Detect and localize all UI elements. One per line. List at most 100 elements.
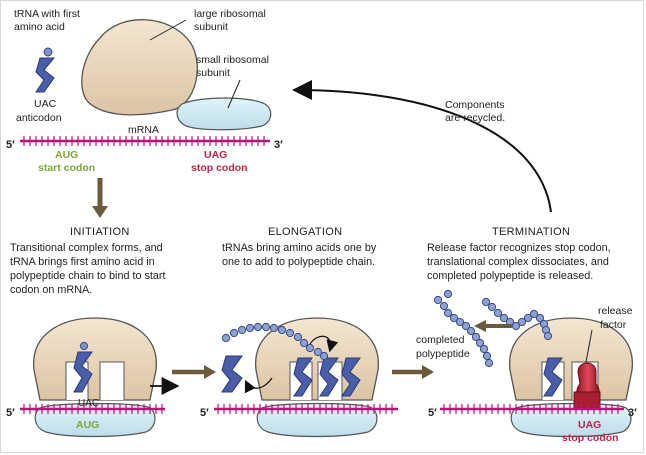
amino-acid-bead bbox=[293, 332, 303, 342]
amino-acid-bead bbox=[511, 321, 521, 331]
trna-icon bbox=[35, 57, 56, 93]
release-arrow-head bbox=[474, 320, 486, 332]
amino-acid-bead bbox=[305, 343, 315, 353]
trna-label-2: amino acid bbox=[14, 21, 65, 33]
transfer-arrow bbox=[309, 335, 339, 353]
amino-acid-bead bbox=[245, 323, 255, 333]
five-prime-label: 5′ bbox=[6, 139, 15, 151]
anticodon-label: anticodon bbox=[16, 112, 62, 124]
termination-five-prime: 5′ bbox=[428, 407, 437, 419]
mrna-bases-elongation bbox=[217, 404, 393, 414]
completed-polypeptide-label-2: polypeptide bbox=[416, 348, 470, 360]
amino-acid-bead bbox=[229, 328, 239, 338]
amino-acid-bead bbox=[277, 325, 287, 335]
amino-acid-icon bbox=[43, 47, 53, 57]
mrna-label: mRNA bbox=[128, 124, 159, 136]
large-subunit-shape bbox=[81, 19, 198, 116]
completed-polypeptide-chain bbox=[433, 289, 553, 368]
initiation-desc-3: polypeptide chain to bind to start bbox=[10, 270, 165, 282]
brown-arrow-2-head bbox=[422, 365, 434, 379]
brown-arrow-1-head bbox=[204, 365, 216, 379]
amino-acid-bead bbox=[433, 295, 443, 305]
recycled-label-1: Components bbox=[445, 99, 505, 111]
elongation-trna-e-icon bbox=[341, 357, 361, 397]
completed-polypeptide-label-1: completed bbox=[416, 334, 465, 346]
initiation-desc-2: tRNA brings first amino acid in bbox=[10, 256, 155, 268]
termination-uag-label: UAG bbox=[578, 419, 601, 431]
large-subunit-pointer bbox=[149, 19, 187, 41]
small-subunit-label-1: small ribosomal bbox=[196, 54, 269, 66]
amino-acid-bead bbox=[529, 309, 539, 319]
amino-acid-bead bbox=[449, 313, 459, 323]
termination-trna-icon bbox=[543, 357, 563, 397]
elongation-polypeptide-chain bbox=[221, 322, 329, 361]
amino-acid-bead bbox=[487, 302, 497, 312]
amino-acid-bead bbox=[499, 313, 509, 323]
amino-acid-bead bbox=[221, 333, 231, 343]
termination-three-prime: 3′ bbox=[628, 407, 637, 419]
mrna-bases-top bbox=[23, 136, 265, 146]
initiation-trna-icon bbox=[73, 351, 93, 393]
initiation-complex bbox=[33, 317, 157, 438]
amino-acid-bead bbox=[482, 351, 492, 361]
termination-complex bbox=[509, 317, 633, 438]
stop-codon-label: stop codon bbox=[191, 162, 248, 174]
amino-acid-bead bbox=[439, 301, 449, 311]
amino-acid-bead bbox=[313, 347, 323, 357]
amino-acid-bead bbox=[543, 331, 553, 341]
termination-desc-3: completed polypeptide is released. bbox=[427, 270, 593, 282]
elongation-desc-1: tRNAs bring amino acids one by bbox=[222, 242, 377, 254]
eject-arrow bbox=[244, 377, 273, 394]
amino-acid-bead bbox=[481, 297, 491, 307]
amino-acid-bead bbox=[319, 351, 329, 361]
small-subunit-label-2: subunit bbox=[196, 67, 230, 79]
amino-acid-bead bbox=[484, 358, 494, 368]
elongation-title: ELONGATION bbox=[268, 226, 342, 238]
release-factor-label-2: factor bbox=[600, 319, 627, 331]
amino-acid-bead bbox=[253, 322, 263, 332]
amino-acid-bead bbox=[466, 326, 476, 336]
amino-acid-bead bbox=[535, 313, 545, 323]
uac-label: UAC bbox=[34, 98, 57, 110]
initiation-aug-label: AUG bbox=[76, 419, 99, 431]
amino-acid-bead bbox=[269, 323, 279, 333]
large-subunit-label-2: subunit bbox=[194, 21, 228, 33]
amino-acid-bead bbox=[461, 321, 471, 331]
termination-title: TERMINATION bbox=[492, 226, 570, 238]
initiation-down-arrow-head bbox=[92, 206, 108, 218]
elongation-trna-a-icon bbox=[319, 357, 339, 397]
amino-acid-bead bbox=[443, 289, 453, 299]
release-factor-label-1: release bbox=[598, 305, 633, 317]
amino-acid-bead bbox=[237, 325, 247, 335]
small-subunit-shape bbox=[176, 97, 272, 131]
elongation-desc-2: one to add to polypeptide chain. bbox=[222, 256, 375, 268]
amino-acid-bead bbox=[455, 317, 465, 327]
amino-acid-bead bbox=[443, 308, 453, 318]
release-factor-pointer bbox=[585, 329, 593, 363]
elongation-complex bbox=[221, 317, 379, 438]
initiation-title: INITIATION bbox=[70, 226, 130, 238]
amino-acid-bead bbox=[493, 308, 503, 318]
amino-acid-bead bbox=[285, 328, 295, 338]
trna-label-1: tRNA with first bbox=[14, 8, 80, 20]
initiation-five-prime: 5′ bbox=[6, 407, 15, 419]
termination-stop-codon-label: stop codon bbox=[562, 432, 619, 444]
small-subunit-pointer bbox=[227, 79, 241, 109]
start-codon-label: start codon bbox=[38, 162, 95, 174]
initiation-desc-1: Transitional complex forms, and bbox=[10, 242, 163, 254]
recycled-label-2: are recycled. bbox=[445, 112, 505, 124]
amino-acid-bead bbox=[471, 332, 481, 342]
amino-acid-bead bbox=[475, 338, 485, 348]
three-prime-label: 3′ bbox=[274, 139, 283, 151]
large-subunit-label-1: large ribosomal bbox=[194, 8, 266, 20]
amino-acid-bead bbox=[261, 322, 271, 332]
elongation-trna-p-icon bbox=[293, 357, 313, 397]
amino-acid-bead bbox=[299, 338, 309, 348]
amino-acid-bead bbox=[479, 344, 489, 354]
aug-label: AUG bbox=[55, 149, 78, 161]
initiation-uac-label: UAC bbox=[78, 398, 99, 409]
amino-acid-bead bbox=[523, 313, 533, 323]
mrna-bases-termination bbox=[443, 404, 619, 414]
